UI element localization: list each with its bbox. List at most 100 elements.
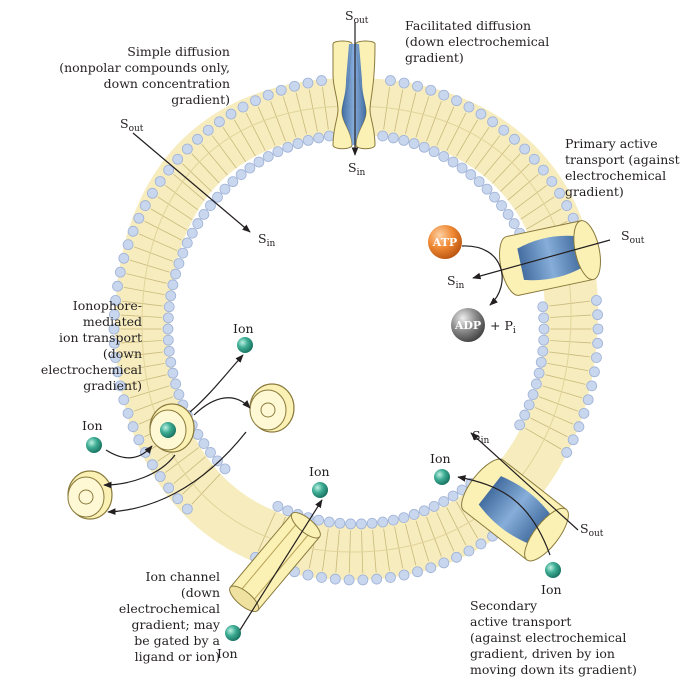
lipid-head-outer — [587, 381, 597, 391]
lipid-head-inner — [531, 379, 541, 389]
lipid-head-outer — [214, 117, 224, 127]
lipid-head-inner — [388, 133, 398, 143]
symbol-s-out-secondary: Sout — [580, 521, 604, 539]
lipid-head-inner — [539, 324, 549, 334]
lipid-head-outer — [385, 572, 395, 582]
ion-icon-channel-out — [225, 625, 241, 641]
ion-label-ionophore-out: Ion — [82, 418, 103, 433]
lipid-head-outer — [547, 176, 557, 186]
lipid-head-inner — [166, 291, 176, 301]
lipid-head-inner — [457, 163, 467, 173]
ion-label-channel-out: Ion — [217, 646, 238, 661]
lipid-head-inner — [163, 313, 173, 323]
lipid-head-outer — [115, 267, 125, 277]
lipid-head-inner — [164, 302, 174, 312]
lipid-head-outer — [476, 109, 486, 119]
svg-text:moving down its gradient): moving down its gradient) — [470, 662, 637, 677]
svg-text:ligand or ion): ligand or ion) — [135, 649, 220, 664]
lipid-head-outer — [399, 570, 409, 580]
lipid-head-outer — [413, 567, 423, 577]
lipid-head-inner — [474, 177, 484, 187]
lipid-head-inner — [539, 313, 549, 323]
lipid-head-inner — [193, 219, 203, 229]
svg-text:gradient): gradient) — [565, 184, 624, 199]
svg-text:down concentration: down concentration — [104, 76, 230, 91]
lipid-head-inner — [528, 390, 538, 400]
lipid-head-outer — [358, 575, 368, 585]
svg-text:Simple diffusion: Simple diffusion — [127, 44, 230, 59]
lipid-head-outer — [562, 201, 572, 211]
symbol-s-out-simple: Sout — [120, 116, 144, 134]
label-primary-active: Primary active transport (against electr… — [565, 136, 680, 199]
lipid-head-inner — [199, 209, 209, 219]
lipid-head-outer — [452, 96, 462, 106]
lipid-head-outer — [574, 422, 584, 432]
lipid-head-outer — [182, 504, 192, 514]
svg-text:be gated by a: be gated by a — [134, 633, 220, 648]
lipid-head-outer — [426, 563, 436, 573]
svg-text:gradient, driven by ion: gradient, driven by ion — [470, 646, 615, 661]
lipid-head-outer — [155, 472, 165, 482]
lipid-head-inner — [283, 142, 293, 152]
lipid-head-inner — [356, 519, 366, 529]
lipid-head-inner — [205, 447, 215, 457]
lipid-head-inner — [497, 201, 507, 211]
lipid-head-inner — [378, 517, 388, 527]
lipid-head-outer — [426, 85, 436, 95]
lipid-head-inner — [166, 357, 176, 367]
svg-text:gradient): gradient) — [83, 378, 142, 393]
lipid-head-outer — [238, 102, 248, 112]
lipid-head-outer — [263, 90, 273, 100]
lipid-head-outer — [372, 574, 382, 584]
lipid-head-inner — [536, 357, 546, 367]
label-simple-diffusion: Simple diffusion (nonpolar compounds onl… — [59, 44, 230, 107]
lipid-head-outer — [476, 539, 486, 549]
label-ionophore: Ionophore- mediated ion transport (down … — [41, 298, 142, 393]
lipid-head-outer — [520, 144, 530, 154]
lipid-head-inner — [220, 464, 230, 474]
symbol-s-out-primary: Sout — [621, 228, 645, 246]
svg-text:(against electrochemical: (against electrochemical — [470, 630, 626, 645]
lipid-head-outer — [464, 102, 474, 112]
svg-text:electrochemical: electrochemical — [119, 601, 220, 616]
lipid-head-inner — [419, 142, 429, 152]
lipid-head-outer — [119, 395, 129, 405]
lipid-head-inner — [409, 139, 419, 149]
lipid-head-inner — [335, 518, 345, 528]
lipid-head-outer — [128, 226, 138, 236]
lipid-head-inner — [367, 518, 377, 528]
svg-text:ion transport: ion transport — [59, 330, 142, 345]
lipid-head-outer — [173, 494, 183, 504]
lipid-head-inner — [509, 219, 519, 229]
lipid-head-inner — [538, 346, 548, 356]
svg-text:Facilitated diffusion: Facilitated diffusion — [405, 18, 531, 33]
lipid-head-inner — [187, 228, 197, 238]
ion-icon-channel-in — [312, 482, 328, 498]
lipid-head-inner — [515, 420, 525, 430]
svg-text:Sout: Sout — [345, 8, 369, 26]
lipid-head-outer — [593, 310, 603, 320]
svg-text:gradient): gradient) — [171, 92, 230, 107]
ion-icon-secondary-out — [545, 562, 561, 578]
lipid-head-outer — [413, 81, 423, 91]
svg-text:gradient; may: gradient; may — [132, 617, 221, 632]
lipid-head-outer — [134, 213, 144, 223]
lipid-head-outer — [226, 109, 236, 119]
ion-icon-secondary-in — [434, 469, 450, 485]
lipid-head-inner — [539, 335, 549, 345]
lipid-head-outer — [591, 353, 601, 363]
lipid-head-outer — [555, 188, 565, 198]
lipid-head-inner — [273, 501, 283, 511]
lipid-head-outer — [568, 435, 578, 445]
lipid-head-outer — [134, 435, 144, 445]
lipid-head-outer — [289, 81, 299, 91]
ion-icon-ionophore-in — [237, 337, 253, 353]
svg-text:(nonpolar compounds only,: (nonpolar compounds only, — [59, 60, 230, 75]
lipid-head-outer — [452, 552, 462, 562]
lipid-head-inner — [182, 238, 192, 248]
lipid-head-inner — [409, 509, 419, 519]
lipid-head-outer — [344, 575, 354, 585]
lipid-head-outer — [317, 76, 327, 86]
facilitated-diffusion-transporter — [333, 41, 375, 149]
lipid-head-inner — [174, 390, 184, 400]
